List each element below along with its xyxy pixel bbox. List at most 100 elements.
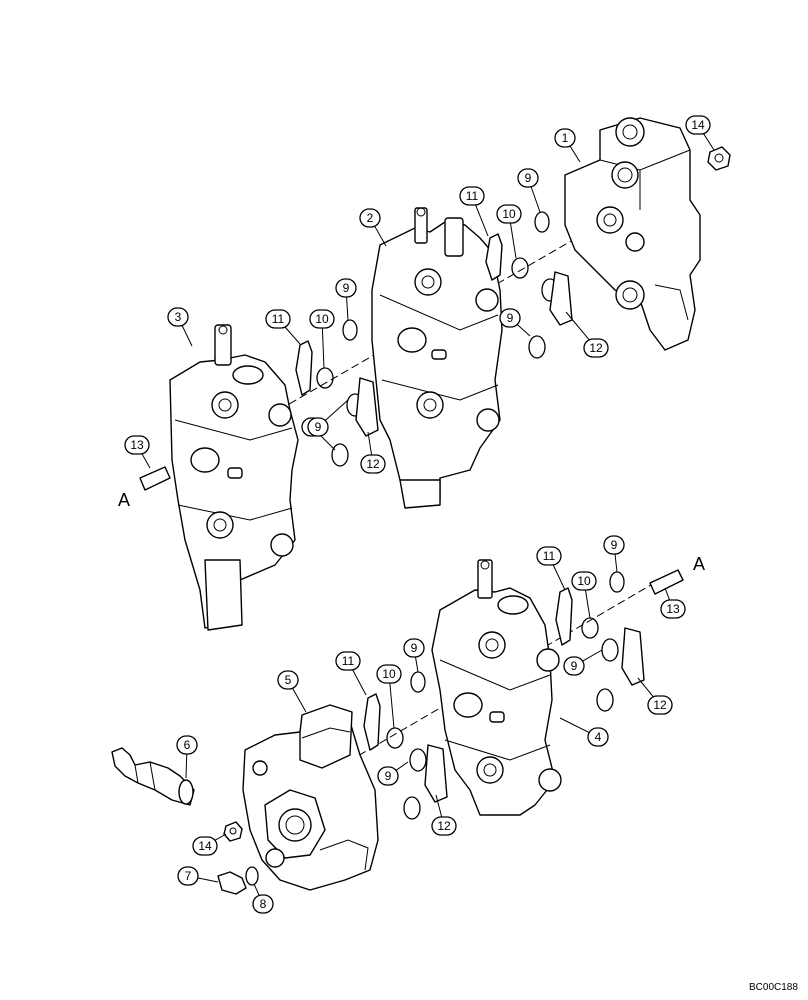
callout-leader [367,431,373,456]
o-ring-8 [245,866,259,886]
callout-label: 9 [411,641,418,655]
part-relief-valve [111,747,195,806]
callout-bubble [647,695,673,715]
callout-bubble [431,816,457,836]
o-ring [342,319,358,341]
callout-label: 9 [343,281,350,295]
callout-11: 11 [459,186,489,237]
callout-bubble [176,735,198,755]
callout-bubble [403,638,425,658]
callout-bubble [307,417,329,437]
callout-leader [374,225,387,247]
callout-9: 9 [517,168,541,213]
callout-leader [346,296,349,321]
callout-bubble [335,651,361,671]
spacer-bracket [485,233,503,281]
part-valve-section-4 [431,559,562,816]
callout-9: 9 [403,638,425,673]
callout-leader [474,204,489,237]
o-ring [528,335,546,359]
callout-label: 11 [342,654,355,668]
callout-14: 14 [192,833,227,856]
callout-bubble [459,186,485,206]
callout-label: 11 [272,312,285,326]
o-ring [601,638,619,662]
callout-leader [702,132,715,151]
callout-bubble [309,309,335,329]
callout-13: 13 [124,435,151,469]
ref-letter-a-upper: A [118,490,130,510]
callout-leader [181,324,193,347]
part-nut-upper [707,146,731,171]
callout-10: 10 [309,309,335,369]
callout-label: 10 [577,574,591,588]
callout-bubble [536,546,562,566]
callout-3: 3 [167,307,193,347]
callout-leader [324,399,349,422]
callout-label: 8 [260,897,267,911]
o-ring [386,727,404,749]
callout-label: 1 [562,131,569,145]
callout-13: 13 [660,587,686,619]
callout-leader [552,563,566,591]
callout-label: 14 [198,839,212,853]
callout-label: 9 [385,769,392,783]
callout-label: 7 [185,869,192,883]
callout-leader [614,553,618,573]
callout-4: 4 [559,717,609,747]
callout-leader [509,222,517,259]
callout-1: 1 [554,128,581,163]
callout-bubble [265,309,291,329]
o-ring [609,571,625,593]
callout-bubble [563,656,585,676]
callout-bubble [517,168,539,188]
part-nut-lower [223,821,243,842]
o-ring [410,671,426,693]
callout-12: 12 [565,311,609,358]
callout-layer: 1149111029912311109912131191013912941110… [124,115,715,914]
callout-label: 13 [666,602,680,616]
part-stud-upper [139,466,171,491]
part-stud-lower [649,569,684,595]
callout-bubble [660,599,686,619]
callout-leader [253,883,260,896]
callout-bubble [377,766,399,786]
callout-label: 11 [543,549,556,563]
part-valve-section-3 [169,324,299,631]
callout-leader [395,761,409,772]
callout-12: 12 [637,677,673,715]
callout-label: 14 [691,118,705,132]
callout-11: 11 [536,546,566,591]
callout-leader [351,668,367,696]
callout-leader [414,656,419,673]
gasket-plate [621,627,645,686]
callout-leader [321,327,325,369]
callout-leader [185,753,188,779]
spacer-bracket [295,340,313,396]
callout-leader [291,687,307,713]
callout-leader [637,677,655,699]
part-plug [217,871,247,895]
callout-label: 10 [315,312,329,326]
callout-bubble [499,308,521,328]
o-ring [331,443,349,467]
ref-letter-a-lower: A [693,554,705,574]
callout-10: 10 [496,204,522,259]
callout-label: 9 [611,538,618,552]
callout-10: 10 [571,571,597,619]
callout-14: 14 [685,115,715,151]
callout-2: 2 [359,208,387,247]
spacer-bracket [555,587,573,646]
o-ring [403,796,421,820]
callout-6: 6 [176,735,198,779]
callout-label: 12 [653,698,667,712]
callout-label: 12 [589,341,603,355]
callout-bubble [167,307,189,327]
callout-bubble [376,664,402,684]
callout-9: 9 [499,308,531,337]
callout-leader [565,311,591,342]
callout-8: 8 [252,883,274,914]
callout-leader [196,877,219,883]
callout-label: 9 [525,171,532,185]
